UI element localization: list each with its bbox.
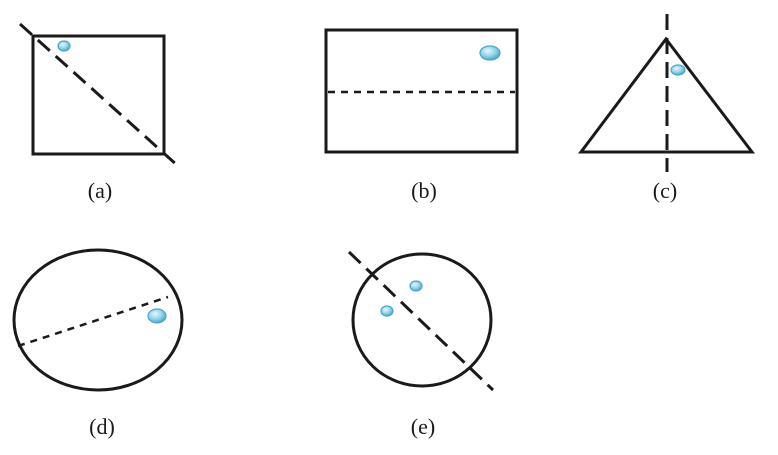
droplet-icon <box>409 280 423 292</box>
droplet-icon <box>670 64 686 76</box>
triangle-shape <box>577 36 756 154</box>
square-shape <box>31 34 166 156</box>
droplet-icon <box>479 45 501 61</box>
panel-d-label: (d) <box>89 414 115 439</box>
rectangle-shape <box>324 28 519 154</box>
panel-e-label: (e) <box>411 414 435 439</box>
panel-e: (e) <box>347 250 495 439</box>
panel-a-label: (a) <box>88 178 112 203</box>
panel-b-label: (b) <box>411 178 437 203</box>
droplet-icon <box>380 305 394 317</box>
panel-c-label: (c) <box>653 178 677 203</box>
ellipse-shape <box>12 248 184 392</box>
diagonal-dashed-line <box>347 250 495 392</box>
panel-c: (c) <box>577 14 756 203</box>
panel-b: (b) <box>324 28 519 203</box>
diagonal-dashed-line <box>18 22 180 168</box>
slanted-dotted-line <box>17 295 169 348</box>
droplet-icon <box>57 40 71 52</box>
droplet-icon <box>147 308 167 324</box>
circle-shape <box>351 252 493 388</box>
panel-d: (d) <box>12 248 184 439</box>
panel-a: (a) <box>18 22 180 203</box>
